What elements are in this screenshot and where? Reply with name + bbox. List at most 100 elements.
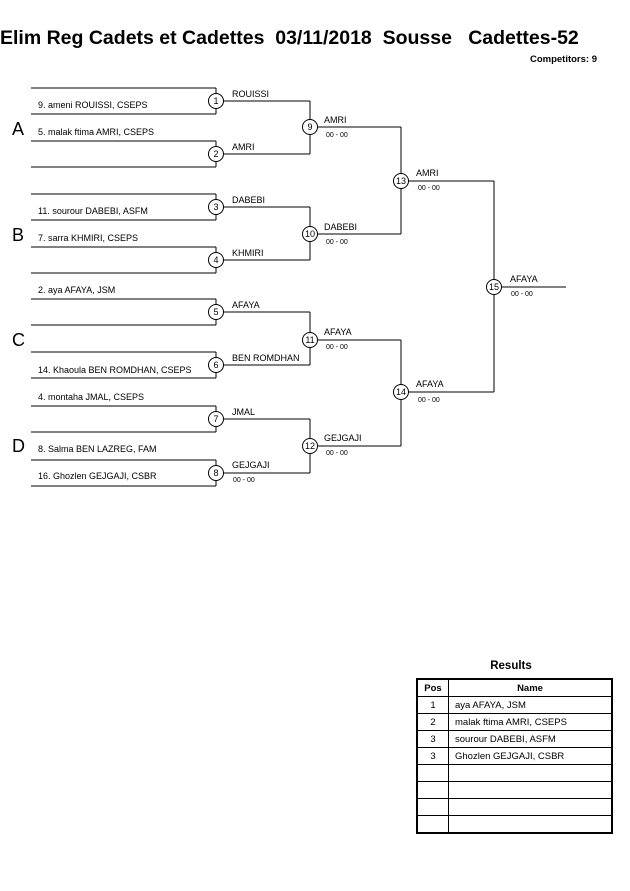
- match-number: 5: [213, 307, 218, 317]
- match-circle: [208, 357, 224, 373]
- entry-name: 11. sourour DABEBI, ASFM: [38, 206, 148, 216]
- match-circle: [302, 438, 318, 454]
- final-connectors: [493, 181, 566, 392]
- competitors-count: Competitors: 9: [529, 54, 597, 65]
- match-number: 11: [305, 335, 314, 345]
- match-winner-label: JMAL: [232, 407, 255, 417]
- match-number: 12: [305, 441, 315, 451]
- result-name: [448, 764, 613, 782]
- match-winner-label: DABEBI: [324, 222, 357, 232]
- match-winner-label: DABEBI: [232, 195, 265, 205]
- match-circle: [208, 304, 224, 320]
- result-pos: 1: [416, 696, 449, 714]
- result-pos: 3: [416, 730, 449, 748]
- entry-name: 5. malak ftima AMRI, CSEPS: [38, 127, 154, 137]
- match-winner-label: AMRI: [232, 142, 255, 152]
- match-number: 2: [213, 149, 218, 159]
- match-circle: [302, 226, 318, 242]
- match-circle: [393, 173, 409, 189]
- results-title: Results: [490, 660, 532, 672]
- match-winner-label: AMRI: [416, 168, 439, 178]
- match-number: 13: [396, 176, 406, 186]
- result-pos: [416, 781, 449, 799]
- final-winner-label: AFAYA: [510, 274, 538, 284]
- results-header-pos: Pos: [416, 678, 449, 697]
- result-pos: [416, 798, 449, 816]
- match-score: 00 - 00: [326, 132, 348, 139]
- result-name: [448, 815, 613, 834]
- match-circle: [208, 199, 224, 215]
- pool-letter-a: A: [12, 119, 24, 139]
- result-name: Ghozlen GEJGAJI, CSBR: [448, 747, 613, 765]
- page-title: Elim Reg Cadets et Cadettes 03/11/2018 S…: [0, 27, 579, 49]
- entry-name: 4. montaha JMAL, CSEPS: [38, 392, 144, 402]
- match-score: 00 - 00: [511, 291, 533, 298]
- result-name: malak ftima AMRI, CSEPS: [448, 713, 613, 731]
- entry-name: 16. Ghozlen GEJGAJI, CSBR: [38, 471, 157, 481]
- match-winner-label: BEN ROMDHAN: [232, 353, 300, 363]
- match-winner-label: GEJGAJI: [324, 433, 362, 443]
- match-circle: [393, 384, 409, 400]
- match-circle: [486, 279, 502, 295]
- match-winner-label: AMRI: [324, 115, 347, 125]
- result-pos: 3: [416, 747, 449, 765]
- results-row: [416, 781, 613, 799]
- match-winner-label: ROUISSI: [232, 89, 269, 99]
- match-number: 3: [213, 202, 218, 212]
- match-number: 15: [489, 282, 499, 292]
- pool-letter-c: C: [12, 330, 25, 350]
- match-winner-label: GEJGAJI: [232, 460, 270, 470]
- match-score: 00 - 00: [233, 477, 255, 484]
- match-winner-label: AFAYA: [324, 327, 352, 337]
- round3-connectors: [400, 127, 494, 446]
- pool-letter-d: D: [12, 436, 25, 456]
- entry-name: 2. aya AFAYA, JSM: [38, 285, 115, 295]
- round2-connectors: [309, 101, 401, 473]
- match-number: 14: [396, 387, 406, 397]
- match-winner-label: AFAYA: [232, 300, 260, 310]
- match-circle: [302, 119, 318, 135]
- match-circle: [208, 465, 224, 481]
- match-circle: [208, 252, 224, 268]
- entry-name: 7. sarra KHMIRI, CSEPS: [38, 233, 138, 243]
- entry-name: 9. ameni ROUISSI, CSEPS: [38, 100, 148, 110]
- results-header-name: Name: [448, 678, 613, 697]
- result-pos: [416, 764, 449, 782]
- result-name: [448, 798, 613, 816]
- bracket-diagram: A B C D: [12, 87, 566, 487]
- result-name: [448, 781, 613, 799]
- results-row: [416, 798, 613, 816]
- match-score: 00 - 00: [326, 344, 348, 351]
- match-number: 8: [213, 468, 218, 478]
- match-circle: [208, 411, 224, 427]
- match-circle: [208, 93, 224, 109]
- result-name: sourour DABEBI, ASFM: [448, 730, 613, 748]
- result-pos: [416, 815, 449, 834]
- match-winner-label: AFAYA: [416, 379, 444, 389]
- match-number: 9: [307, 122, 312, 132]
- match-score: 00 - 00: [418, 185, 440, 192]
- results-header-row: Pos Name: [416, 678, 613, 697]
- match-number: 6: [213, 360, 218, 370]
- match-number-circles: 1 2 3 4 5 6 7 8 9 10 11 12 13 14 15: [208, 93, 502, 481]
- entry-name: 8. Salma BEN LAZREG, FAM: [38, 444, 157, 454]
- match-winner-label: KHMIRI: [232, 248, 264, 258]
- pool-letter-b: B: [12, 225, 24, 245]
- result-name: aya AFAYA, JSM: [448, 696, 613, 714]
- match-circle: [208, 146, 224, 162]
- match-number: 7: [213, 414, 218, 424]
- round1-connectors: [31, 87, 310, 487]
- result-pos: 2: [416, 713, 449, 731]
- results-row: [416, 815, 613, 834]
- entry-name: 14. Khaoula BEN ROMDHAN, CSEPS: [38, 365, 192, 375]
- match-number: 4: [213, 255, 218, 265]
- match-score: 00 - 00: [326, 239, 348, 246]
- results-row: [416, 764, 613, 782]
- match-circle: [302, 332, 318, 348]
- match-score: 00 - 00: [326, 450, 348, 457]
